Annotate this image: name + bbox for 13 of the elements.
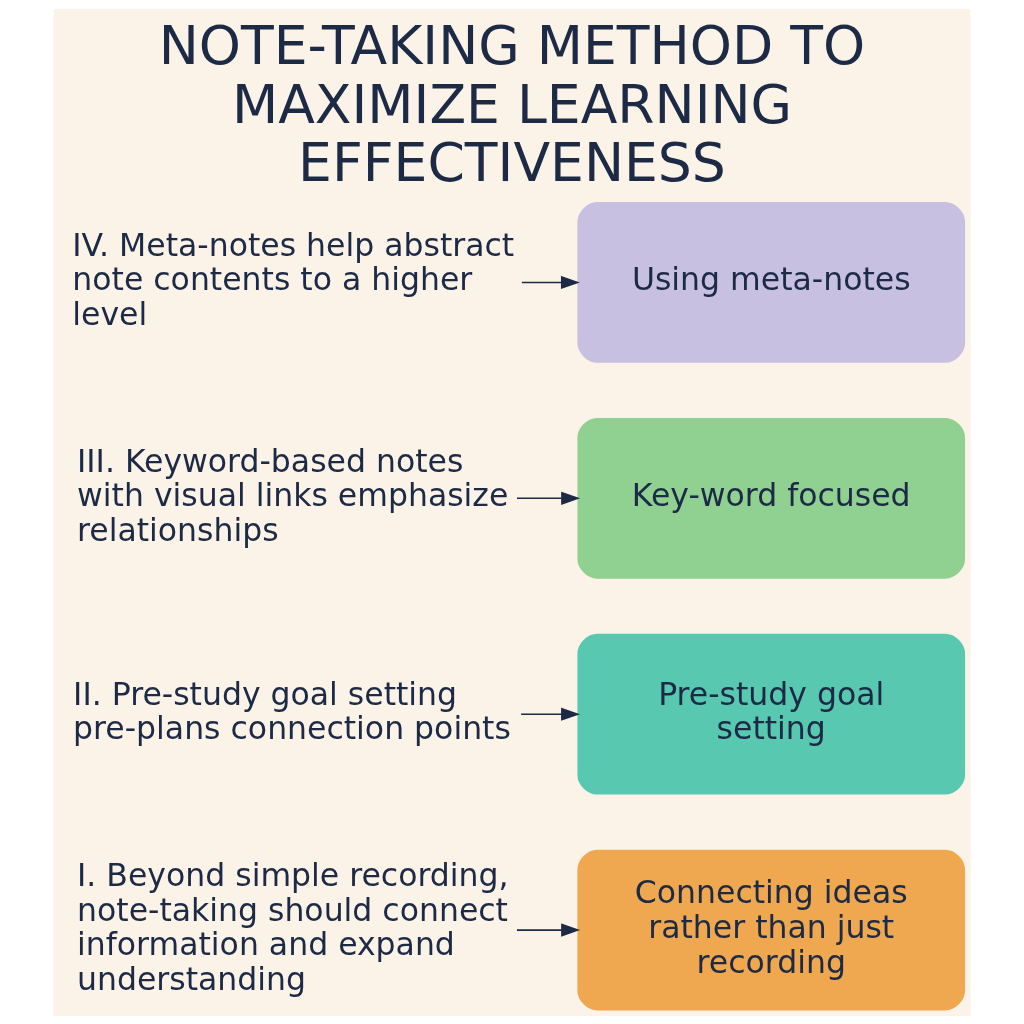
node-box: Pre-study goal setting [577,633,966,795]
node-box: Using meta-notes [577,201,966,363]
node-box: Key-word focused [577,417,966,579]
arrow [516,491,581,505]
arrow [516,923,581,937]
node-text: III. Keyword-based notes with visual links emphasize relationships [77,442,509,548]
diagram-title: NOTE-TAKING METHOD TO MAXIMIZE LEARNING EFFECTIVENESS [158,13,866,194]
node-text: IV. Meta-notes help abstract note contents to a higher level [72,226,515,332]
node-box: Connecting ideas rather than just recording [577,849,966,1010]
node-text: II. Pre-study goal setting pre-plans connection points [73,675,511,746]
node-text: I. Beyond simple recording, note-taking should connect information and expand understanding [77,856,509,997]
arrow [521,275,580,289]
arrow [520,707,580,721]
